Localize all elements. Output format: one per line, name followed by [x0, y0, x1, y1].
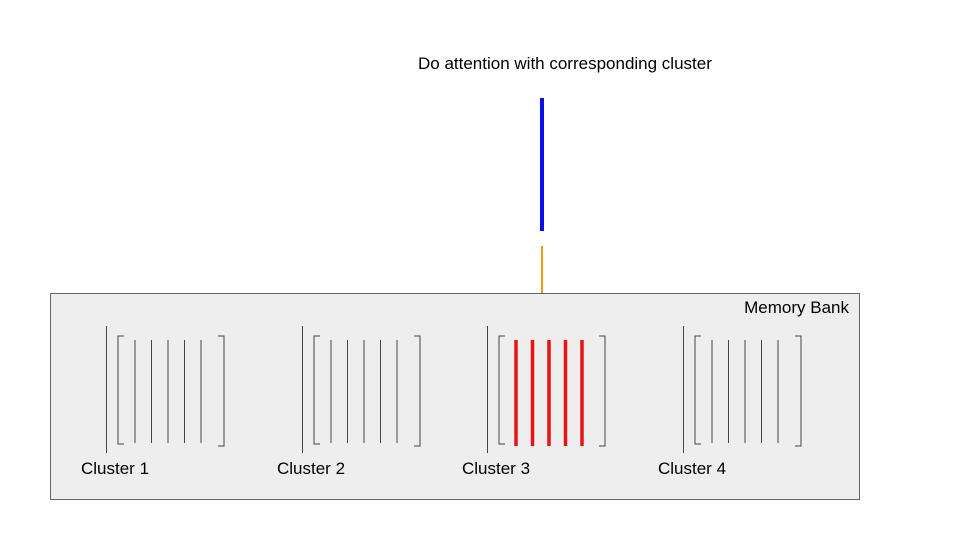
- cluster-label: Cluster 3: [462, 459, 531, 478]
- cluster-1: Cluster 1: [81, 326, 236, 478]
- cluster-1-vectors: [106, 326, 225, 453]
- cluster-3: Cluster 3: [462, 326, 617, 478]
- cluster-label: Cluster 2: [277, 459, 346, 478]
- left-bracket: [498, 335, 505, 445]
- query-vector: [540, 98, 544, 231]
- left-bracket: [694, 335, 701, 445]
- cluster-3-vectors: [487, 326, 606, 453]
- memory-bank: Memory Bank Cluster 1 Cluster 2 Cluster …: [50, 293, 860, 500]
- cluster-label: Cluster 1: [81, 459, 150, 478]
- attention-caption: Do attention with corresponding cluster: [418, 54, 712, 73]
- cluster-label: Cluster 4: [658, 459, 727, 478]
- left-bracket: [313, 335, 320, 445]
- right-bracket: [599, 335, 606, 447]
- cluster-4-vectors: [683, 326, 802, 453]
- cluster-2: Cluster 2: [277, 326, 432, 478]
- memory-bank-label: Memory Bank: [744, 298, 849, 317]
- right-bracket: [218, 335, 225, 447]
- right-bracket: [795, 335, 802, 447]
- right-bracket: [414, 335, 421, 447]
- left-bracket: [117, 335, 124, 445]
- cluster-4: Cluster 4: [658, 326, 813, 478]
- cluster-2-vectors: [302, 326, 421, 453]
